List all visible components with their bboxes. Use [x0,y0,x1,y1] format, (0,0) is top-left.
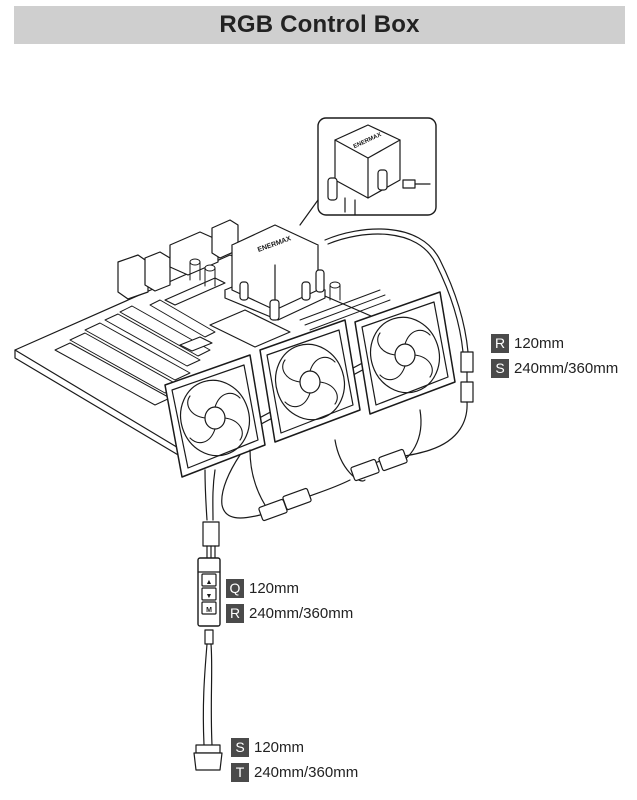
label-text: 240mm/360mm [514,359,619,377]
up-button-icon: ▲ [206,579,213,586]
fan-right [354,291,456,415]
mode-button-icon: M [206,607,212,614]
badge-letter: Q [226,578,244,598]
label-top-s: S 240mm/360mm [491,358,618,378]
label-text: 120mm [249,579,300,597]
pump-cable [324,228,474,471]
zoom-inset [299,117,437,226]
header-cable [193,629,223,771]
badge-letter: S [491,358,509,378]
pump-block [224,224,326,321]
label-mid-r: R 240mm/360mm [226,603,353,623]
badge-letter: R [226,603,244,623]
badge-letter: T [231,762,249,782]
label-text: 120mm [514,334,565,352]
badge-letter: R [491,333,509,353]
fan-middle [259,319,361,443]
page-title: RGB Control Box [219,11,420,38]
badge-letter: S [231,737,249,757]
rgb-control-box [197,521,221,627]
fan-cables [204,409,422,522]
title-bar: RGB Control Box [14,6,625,44]
label-bot-s: S 120mm [231,737,304,757]
label-top-r: R 120mm [491,333,564,353]
down-button-icon: ▼ [206,593,213,600]
label-mid-q: Q 120mm [226,578,299,598]
label-text: 240mm/360mm [254,763,359,781]
motherboard [14,219,416,463]
label-bot-t: T 240mm/360mm [231,762,358,782]
label-text: 120mm [254,738,305,756]
fan-left [164,354,266,478]
label-text: 240mm/360mm [249,604,354,622]
